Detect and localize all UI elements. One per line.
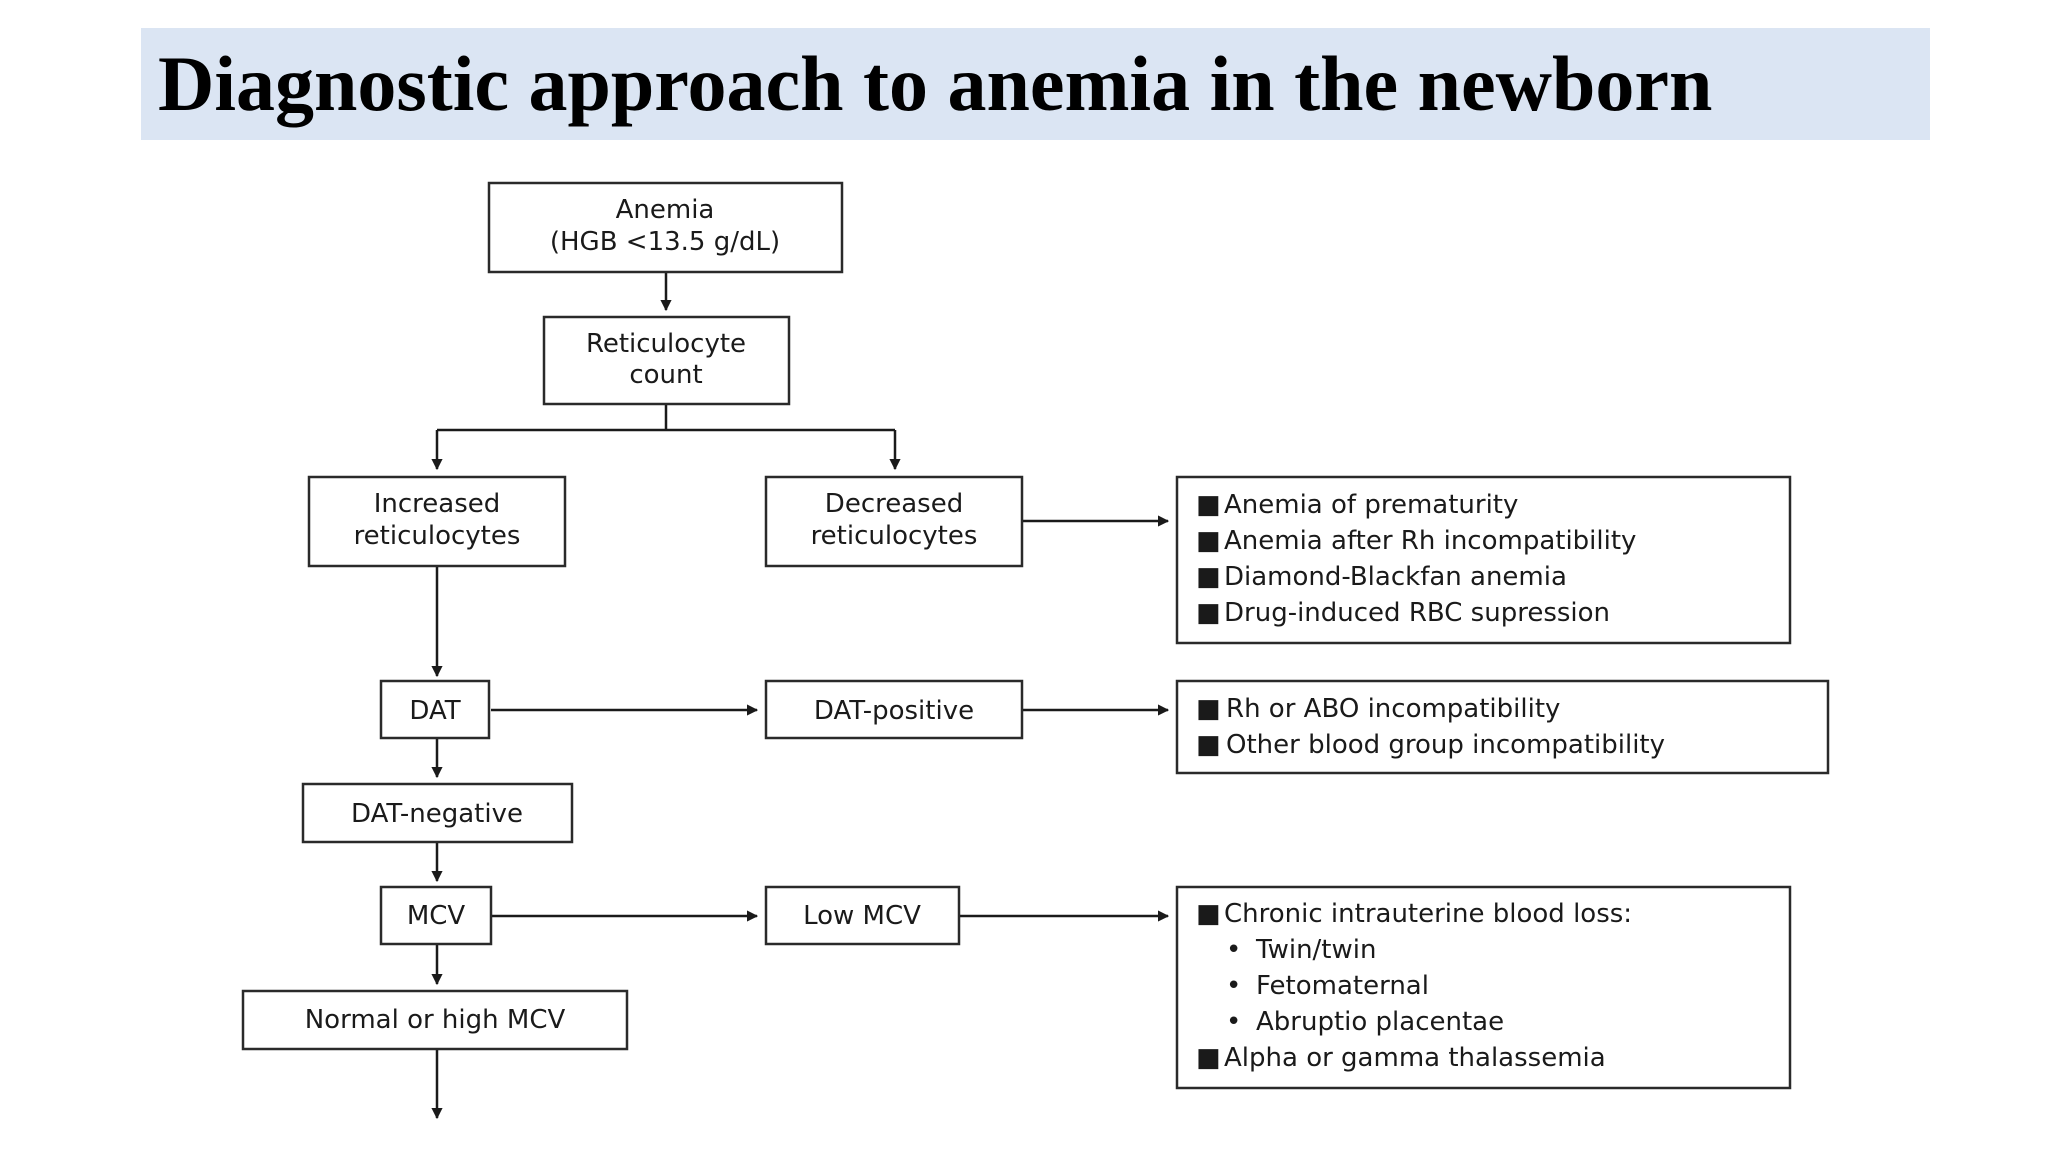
node-mcv-label: MCV — [407, 901, 466, 931]
bullet-square: ■ — [1196, 694, 1221, 724]
list-item: Chronic intrauterine blood loss: — [1224, 899, 1632, 929]
node-increased-reticulocytes: Increased reticulocytes — [307, 475, 567, 568]
node-anemia-line2: (HGB <13.5 g/dL) — [550, 227, 780, 257]
node-dat-positive: DAT-positive — [764, 679, 1024, 740]
node-mcv: MCV — [379, 885, 493, 946]
node-dat-negative: DAT-negative — [301, 782, 574, 844]
list-subitem: Twin/twin — [1255, 935, 1376, 965]
node-normal-high-mcv-label: Normal or high MCV — [305, 1005, 566, 1035]
bullet-dot: • — [1226, 971, 1241, 1001]
list-subitem: Abruptio placentae — [1256, 1007, 1504, 1037]
bullet-square: ■ — [1196, 730, 1221, 760]
node-dat-label: DAT — [409, 696, 460, 726]
bullet-square: ■ — [1196, 899, 1221, 929]
node-anemia: Anemia (HGB <13.5 g/dL) — [487, 181, 844, 274]
node-low-mcv: Low MCV — [764, 885, 961, 946]
list-dat-positive-causes: ■ Rh or ABO incompatibility ■ Other bloo… — [1175, 679, 1830, 775]
list-item: Anemia of prematurity — [1224, 490, 1518, 520]
list-subitem: Fetomaternal — [1256, 971, 1429, 1001]
connectors — [431, 272, 1170, 1120]
node-decreased-reticulocytes: Decreased reticulocytes — [764, 475, 1024, 568]
node-retic-line2: count — [629, 360, 702, 390]
list-item: Rh or ABO incompatibility — [1226, 694, 1560, 724]
bullet-square: ■ — [1196, 598, 1221, 628]
node-increased-line1: Increased — [374, 489, 501, 519]
node-dat: DAT — [379, 679, 491, 740]
list-item: Alpha or gamma thalassemia — [1224, 1043, 1606, 1073]
node-decreased-line1: Decreased — [825, 489, 963, 519]
node-decreased-line2: reticulocytes — [811, 521, 978, 551]
list-item: Anemia after Rh incompatibility — [1224, 526, 1636, 556]
bullet-square: ■ — [1196, 526, 1221, 556]
node-anemia-line1: Anemia — [616, 195, 715, 225]
node-reticulocyte-count: Reticulocyte count — [542, 315, 791, 406]
node-dat-positive-label: DAT-positive — [814, 696, 974, 726]
bullet-square: ■ — [1196, 1043, 1221, 1073]
list-item: Diamond-Blackfan anemia — [1224, 562, 1567, 592]
title-bar: Diagnostic approach to anemia in the new… — [141, 28, 1930, 140]
bullet-square: ■ — [1196, 562, 1221, 592]
node-normal-high-mcv: Normal or high MCV — [241, 989, 629, 1051]
list-low-mcv-causes: ■ Chronic intrauterine blood loss: • Twi… — [1175, 885, 1792, 1090]
bullet-square: ■ — [1196, 490, 1221, 520]
bullet-dot: • — [1226, 935, 1241, 965]
list-item: Other blood group incompatibility — [1226, 730, 1665, 760]
list-decreased-causes: ■ Anemia of prematurity ■ Anemia after R… — [1175, 475, 1792, 645]
bullet-dot: • — [1226, 1007, 1241, 1037]
page-title: Diagnostic approach to anemia in the new… — [158, 40, 1713, 127]
node-dat-negative-label: DAT-negative — [351, 799, 523, 829]
node-increased-line2: reticulocytes — [354, 521, 521, 551]
node-low-mcv-label: Low MCV — [803, 901, 921, 931]
list-item: Drug-induced RBC supression — [1224, 598, 1610, 628]
node-retic-line1: Reticulocyte — [586, 329, 746, 359]
